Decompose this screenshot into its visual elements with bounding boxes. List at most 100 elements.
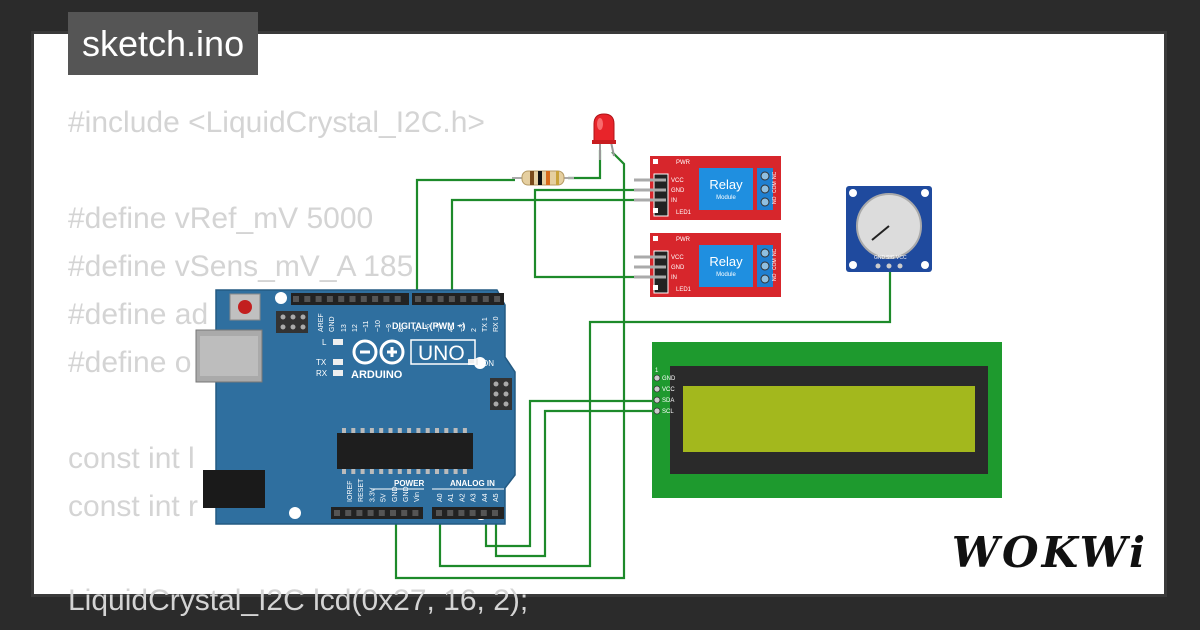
- relay-module-1[interactable]: PWR VCC GND IN LED1 Relay Module NO COM …: [634, 156, 781, 220]
- header-pin[interactable]: [334, 510, 340, 516]
- header-pin[interactable]: [349, 296, 356, 302]
- code-line: #include <LiquidCrystal_I2C.h>: [68, 106, 485, 139]
- header-pin[interactable]: [390, 510, 396, 516]
- pot-pin-vcc: VCC: [896, 255, 907, 261]
- header-pin[interactable]: [304, 296, 311, 302]
- header-pin[interactable]: [415, 296, 421, 302]
- wire-lcd-scl[interactable]: [494, 409, 657, 558]
- top-pin-label: 7: [414, 328, 421, 332]
- header-pin[interactable]: [458, 510, 465, 516]
- lcd-display[interactable]: 1 GND VCC SDA SCL: [652, 342, 1002, 498]
- header-pin[interactable]: [345, 510, 352, 516]
- top-pin-label: ~10: [375, 320, 382, 332]
- arduino-infinity-logo: [352, 339, 405, 365]
- top-pin-label: 8: [398, 328, 405, 332]
- led-on-label: ON: [482, 359, 494, 368]
- relay-module-2[interactable]: PWR VCC GND IN LED1 Relay Module NO COM …: [634, 233, 781, 297]
- header-pin[interactable]: [471, 296, 478, 302]
- relay-terminal-com: COM: [772, 258, 778, 270]
- filename-tab[interactable]: sketch.ino: [68, 12, 259, 75]
- relay-terminal-nc: NC: [772, 171, 778, 179]
- power-pin-label: GND: [392, 486, 399, 502]
- relay-led-label: LED1: [676, 287, 692, 293]
- relay-pwr-label: PWR: [676, 160, 691, 166]
- wire-lcd-sda[interactable]: [484, 399, 657, 548]
- code-line: const int l: [68, 442, 195, 475]
- header-pin[interactable]: [383, 296, 390, 302]
- header-pin[interactable]: [437, 296, 444, 302]
- analog-pin-label: A0: [437, 493, 444, 502]
- arduino-brand-label: ARDUINO: [351, 369, 403, 381]
- power-pin-label: GND: [403, 486, 410, 502]
- code-line: #define o: [68, 346, 192, 379]
- relay-pin-vcc: VCC: [671, 255, 684, 261]
- lcd-pin-sda: SDA: [662, 398, 674, 404]
- code-line: const int r: [68, 490, 199, 523]
- power-pin-label: RESET: [358, 478, 365, 502]
- arduino-model-label: UNO: [418, 342, 465, 365]
- pot-pin-sig: SIG: [886, 255, 895, 261]
- header-pin[interactable]: [356, 510, 363, 516]
- header-pin[interactable]: [436, 510, 442, 516]
- relay-terminal-nc: NC: [772, 248, 778, 256]
- resistor[interactable]: [512, 170, 574, 186]
- relay-pwr-label: PWR: [676, 237, 691, 243]
- header-pin[interactable]: [482, 296, 489, 302]
- header-pin[interactable]: [360, 296, 367, 302]
- led-l-label: L: [322, 338, 327, 347]
- analog-pin-label: A2: [459, 493, 466, 502]
- wire-resistor-d7[interactable]: [415, 178, 515, 297]
- relay-led-label: LED1: [676, 210, 692, 216]
- analog-header-label: ANALOG IN: [450, 479, 495, 488]
- header-pin[interactable]: [480, 510, 487, 516]
- potentiometer[interactable]: GND SIG VCC: [846, 186, 932, 272]
- analog-pin-label: A5: [493, 493, 500, 502]
- header-pin[interactable]: [338, 296, 345, 302]
- code-line: LiquidCrystal_I2C lcd(0x27, 16, 2);: [68, 584, 529, 617]
- header-pin[interactable]: [448, 296, 455, 302]
- wire-relay2-in[interactable]: [533, 188, 660, 279]
- power-pin-label: 5V: [381, 493, 388, 502]
- top-pin-label: 2: [471, 328, 478, 332]
- red-led[interactable]: [592, 113, 616, 160]
- relay-terminal-com: COM: [772, 181, 778, 193]
- header-pin[interactable]: [326, 296, 333, 302]
- code-line: #define ad: [68, 298, 209, 331]
- header-pin[interactable]: [494, 296, 501, 302]
- header-pin[interactable]: [492, 510, 498, 516]
- power-header: [331, 507, 423, 519]
- relay-label: Relay: [709, 254, 743, 269]
- header-pin[interactable]: [293, 296, 299, 302]
- lcd-pin-vcc: VCC: [662, 387, 675, 393]
- top-pin-label: 4: [448, 328, 455, 332]
- header-pin[interactable]: [378, 510, 385, 516]
- header-pin[interactable]: [426, 296, 433, 302]
- header-pin[interactable]: [447, 510, 454, 516]
- header-pin[interactable]: [412, 510, 419, 516]
- header-pin[interactable]: [401, 510, 408, 516]
- top-pin-label: ~6: [425, 324, 432, 332]
- digital-header-label: DIGITAL (PWM ~): [392, 321, 465, 331]
- wire-d4-relay1[interactable]: [450, 198, 660, 297]
- wire-resistor-led[interactable]: [568, 150, 602, 180]
- wire-led-gnd[interactable]: [394, 151, 626, 580]
- power-header-label: POWER: [394, 479, 424, 488]
- analog-pin-label: A3: [471, 493, 478, 502]
- relay-pin-gnd: GND: [671, 188, 685, 194]
- header-pin[interactable]: [315, 296, 322, 302]
- header-pin[interactable]: [460, 296, 467, 302]
- header-pin[interactable]: [367, 510, 374, 516]
- relay-label: Relay: [709, 177, 743, 192]
- wire-pot-a0[interactable]: [438, 270, 892, 568]
- header-pin[interactable]: [372, 296, 379, 302]
- header-pin[interactable]: [469, 510, 476, 516]
- analog-pin-label: A1: [448, 493, 455, 502]
- top-pin-label: ~9: [386, 324, 393, 332]
- top-pin-label: ~11: [363, 321, 370, 332]
- header-pin[interactable]: [394, 296, 401, 302]
- power-pin-label: 3.3V: [369, 487, 376, 502]
- top-pin-label: ~3: [459, 324, 466, 332]
- top-pin-label: TX 1: [482, 317, 489, 332]
- lcd-pin-gnd: GND: [662, 376, 676, 382]
